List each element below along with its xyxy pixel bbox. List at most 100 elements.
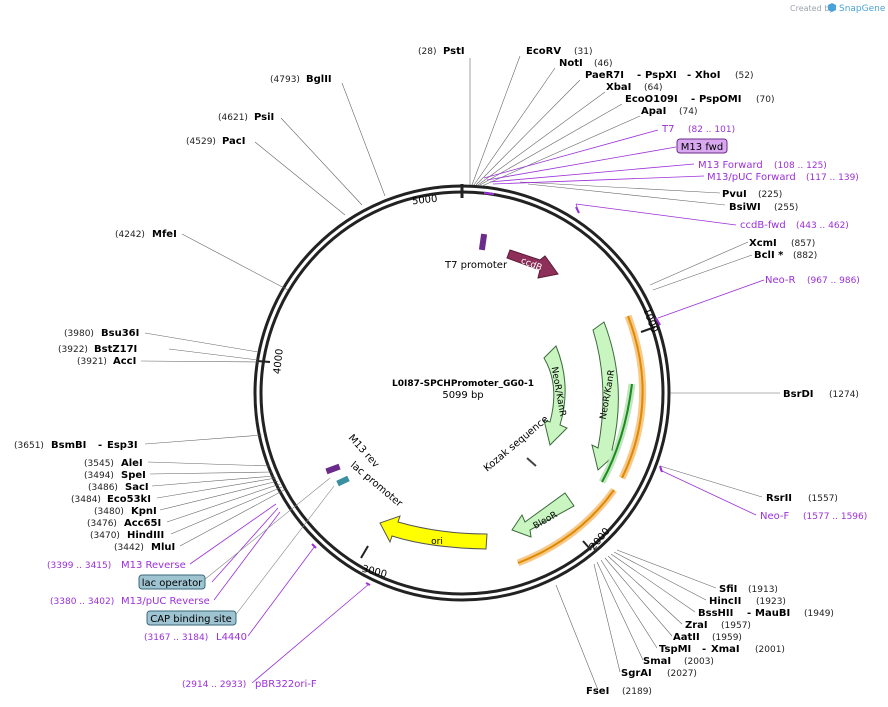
primer-m13-puc-forward-range: (117 .. 139) (806, 173, 859, 183)
primer-neo-r-range: (967 .. 986) (807, 276, 860, 286)
enzyme-xhoi[interactable]: XhoI (695, 70, 720, 81)
brand-text: SnapGene (839, 4, 886, 14)
enzyme-pos-fsei: (2189) (622, 687, 652, 697)
primer-leaders (189, 129, 765, 684)
enzyme-bsrdi[interactable]: BsrDI (783, 389, 814, 400)
enzyme-leaders-top (469, 55, 780, 394)
enzyme-pos-alei: (3545) (84, 459, 114, 469)
enzyme-pos-acci: (3921) (77, 357, 107, 367)
primer-t7[interactable]: T7 (661, 124, 674, 135)
enzyme-sgrai[interactable]: SgrAI (621, 668, 652, 679)
primer-neo-f[interactable]: Neo-F (760, 511, 790, 522)
lac-operator-label: lac operator (142, 578, 203, 589)
enzyme-xcmi[interactable]: XcmI (749, 238, 777, 249)
primer-pbr322ori-f[interactable]: pBR322ori-F (255, 679, 317, 690)
enzyme-saci[interactable]: SacI (125, 482, 149, 493)
primer-ccdb-fwd[interactable]: ccdB-fwd (740, 220, 786, 231)
enzyme-xbai[interactable]: XbaI (606, 82, 631, 93)
primer-l4440-range: (3167 .. 3184) (144, 633, 208, 643)
enzyme-ecoo109i[interactable]: EcoO109I (625, 94, 678, 105)
primer-neo-r[interactable]: Neo-R (765, 275, 796, 286)
enzyme-spei[interactable]: SpeI (121, 470, 146, 481)
enzyme-pos-tspmi: (2001) (755, 645, 785, 655)
enzyme-pvui[interactable]: PvuI (722, 189, 747, 200)
enzyme-acc65i[interactable]: Acc65I (124, 518, 161, 529)
enzyme-bsu36i[interactable]: Bsu36I (101, 328, 139, 339)
enzyme-pos-mfei: (4242) (115, 230, 145, 240)
enzyme-acci[interactable]: AccI (113, 356, 136, 367)
t7-promoter-label: T7 promoter (444, 260, 508, 271)
enzyme-mlui[interactable]: MluI (151, 542, 175, 553)
orange-arc-1 (621, 315, 644, 479)
enzyme-pos-xhoi: (52) (735, 71, 753, 81)
enzyme-tspmi[interactable]: TspMI (659, 644, 691, 655)
enzyme-alei[interactable]: AleI (121, 458, 143, 469)
enzyme-pos-xbai: (64) (644, 83, 662, 93)
enzyme-fsei[interactable]: FseI (586, 686, 609, 697)
m13-fwd-box[interactable] (676, 138, 728, 154)
enzyme-paci[interactable]: PacI (222, 136, 245, 147)
enzyme-pos-smai: (2003) (684, 657, 714, 667)
enzyme-ecorv[interactable]: EcoRV (526, 46, 561, 57)
enzyme-bsmbi[interactable]: BsmBI (51, 440, 86, 451)
enzyme-pos-bstz17i: (3922) (58, 345, 88, 355)
enzyme-hindiii[interactable]: HindIII (127, 530, 164, 541)
enzyme-esp3i[interactable]: Esp3I (107, 440, 138, 451)
primer-m13-puc-reverse[interactable]: M13/pUC Reverse (121, 596, 210, 607)
cap-binding-site-box[interactable] (146, 610, 237, 626)
kozak-mark (526, 457, 537, 467)
enzyme-pspxi[interactable]: PspXI (645, 70, 677, 81)
enzyme-hincii[interactable]: HincII (709, 596, 741, 607)
enzyme-eco53ki[interactable]: Eco53kI (107, 494, 151, 505)
enzyme-pos-bsu36i: (3980) (64, 329, 94, 339)
ori-arrow[interactable] (379, 515, 488, 550)
lac-mark (336, 475, 350, 487)
ccdB-arrow[interactable] (506, 249, 559, 279)
enzyme-xmai[interactable]: XmaI (711, 644, 740, 655)
primer-l4440[interactable]: L4440 (216, 632, 247, 643)
primer-ccdb-fwd-range: (443 .. 462) (796, 221, 849, 231)
primer-m13-reverse[interactable]: M13 Reverse (121, 560, 186, 571)
enzyme-psii[interactable]: PsiI (254, 112, 274, 123)
enzyme-pos-kpni: (3480) (94, 507, 124, 517)
enzyme-aatii[interactable]: AatII (673, 632, 700, 643)
enzyme-maubi[interactable]: MauBI (755, 608, 790, 619)
tick-label-3000: 3000 (361, 564, 388, 581)
enzyme-pos-bsrdi: (1274) (829, 390, 859, 400)
enzyme-rsrii[interactable]: RsrII (766, 493, 792, 504)
enzyme-kpni[interactable]: KpnI (131, 506, 157, 517)
separator-dash: - (747, 608, 751, 619)
enzyme-bglii[interactable]: BglII (306, 74, 332, 85)
neor-kanr-arrow-inner[interactable] (543, 345, 568, 446)
enzyme-pos-sgrai: (2027) (667, 669, 697, 679)
enzyme-sfii[interactable]: SfiI (719, 584, 737, 595)
primer-m13-puc-forward[interactable]: M13/pUC Forward (707, 172, 796, 183)
t7-promoter-mark (478, 233, 488, 251)
bleor-arrow[interactable] (511, 492, 575, 538)
enzyme-mfei[interactable]: MfeI (152, 229, 177, 240)
enzyme-noti[interactable]: NotI (559, 58, 583, 69)
enzyme-pos-ecoo109i: (70) (756, 95, 774, 105)
enzyme-pos-bcli: (882) (793, 251, 817, 261)
primer-m13-forward-range: (108 .. 125) (774, 161, 827, 171)
primer-m13-forward[interactable]: M13 Forward (698, 160, 763, 171)
enzyme-pos-saci: (3486) (88, 483, 118, 493)
enzyme-bstz17i[interactable]: BstZ17I (94, 344, 137, 355)
enzyme-smai[interactable]: SmaI (643, 656, 671, 667)
enzyme-leaders-left (140, 82, 386, 547)
plasmid-name: L0I87-SPCHPromoter_GG0-1 (392, 379, 534, 389)
primer-m13-reverse-range: (3399 .. 3415) (47, 561, 111, 571)
enzyme-psti[interactable]: PstI (443, 46, 465, 57)
enzyme-pos-pvui: (225) (758, 190, 782, 200)
enzyme-psp-omi[interactable]: PspOMI (699, 94, 741, 105)
kozak-label: Kozak sequence (482, 414, 551, 474)
enzyme-paer7i[interactable]: PaeR7I (585, 70, 624, 81)
enzyme-bsshii[interactable]: BssHII (698, 608, 733, 619)
enzyme-apai[interactable]: ApaI (641, 106, 666, 117)
enzyme-pos-zrai: (1957) (721, 621, 751, 631)
enzyme-bcli[interactable]: BclI * (754, 250, 784, 261)
enzyme-zrai[interactable]: ZraI (685, 620, 708, 631)
tick-marks (256, 184, 656, 559)
enzyme-bsiwi[interactable]: BsiWI (729, 202, 761, 213)
lac-operator-box[interactable] (138, 574, 206, 590)
